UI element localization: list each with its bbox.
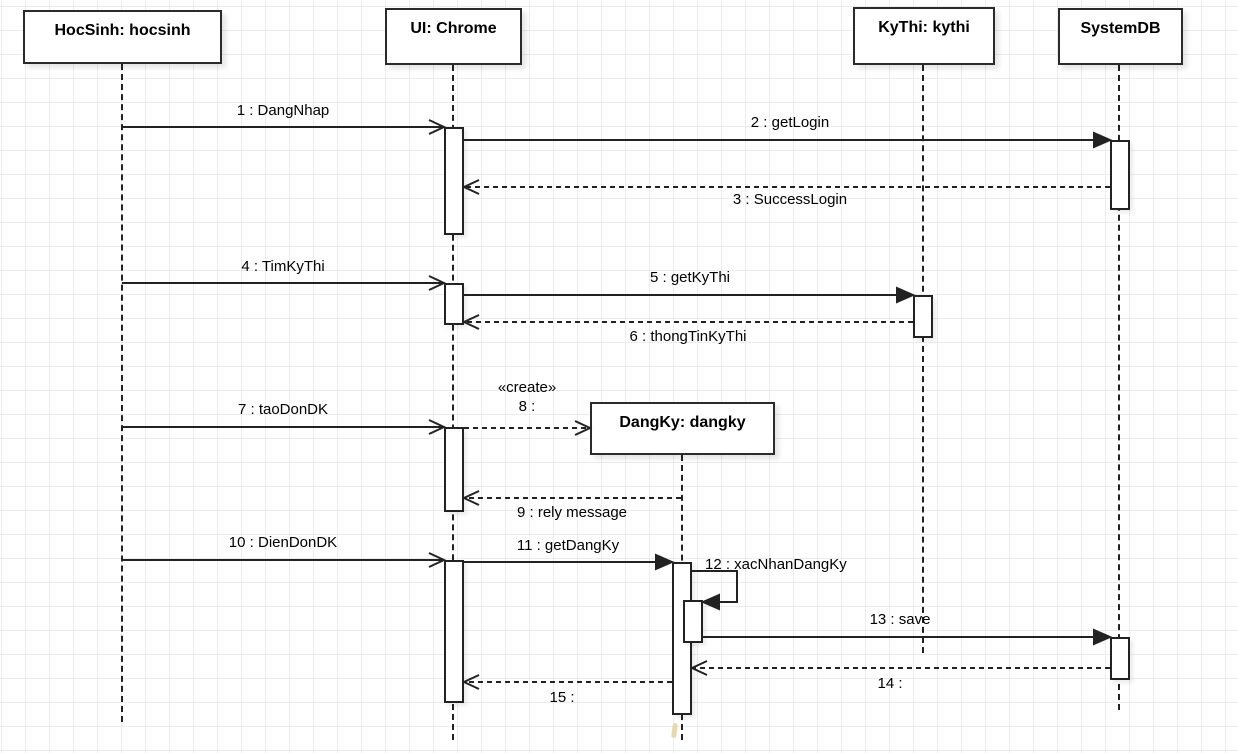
message-10-open-arrowhead (428, 552, 447, 568)
activation-kythi-1[interactable] (913, 295, 933, 338)
activation-ui-4[interactable] (444, 560, 464, 703)
activation-ui-1[interactable] (444, 127, 464, 235)
message-14-arrow[interactable] (689, 660, 1110, 676)
message-7-label[interactable]: 7 : taoDonDK (237, 401, 329, 418)
activation-dangky-nested[interactable] (683, 600, 703, 643)
message-1-open-arrowhead (428, 119, 447, 135)
lifeline-kythi (922, 65, 924, 653)
message-2-filled-arrowhead (1093, 131, 1113, 149)
message-11-filled-arrowhead (655, 553, 675, 571)
object-box-dangky[interactable]: DangKy: dangky (590, 402, 775, 455)
message-8-create-arrow[interactable] (464, 420, 593, 436)
message-9-open-arrowhead (461, 490, 480, 506)
message-3-arrow[interactable] (461, 179, 1110, 195)
message-6-open-arrowhead (461, 314, 480, 330)
message-7-open-arrowhead (428, 419, 447, 435)
message-4-open-arrowhead (428, 275, 447, 291)
activation-ui-2[interactable] (444, 283, 464, 325)
message-14-open-arrowhead (689, 660, 708, 676)
activation-systemdb-2[interactable] (1110, 637, 1130, 680)
activation-systemdb-1[interactable] (1110, 140, 1130, 210)
message-9-arrow[interactable] (461, 490, 681, 506)
message-13-label[interactable]: 13 : save (869, 611, 931, 628)
message-2-label[interactable]: 2 : getLogin (750, 114, 830, 131)
message-10-label[interactable]: 10 : DienDonDK (228, 534, 338, 551)
message-12-label[interactable]: 12 : xacNhanDangKy (705, 556, 847, 573)
object-box-hocsinh[interactable]: HocSinh: hocsinh (23, 10, 222, 64)
message-12-loop-line (692, 570, 738, 603)
lifeline-systemdb (1118, 65, 1120, 710)
message-11-label[interactable]: 11 : getDangKy (516, 537, 620, 554)
message-12-self-arrow[interactable] (692, 570, 738, 611)
object-label-ui: UI: Chrome (410, 20, 497, 37)
message-12-filled-arrowhead (700, 593, 720, 611)
message-5-label[interactable]: 5 : getKyThi (649, 269, 731, 286)
message-13-arrow[interactable] (703, 628, 1113, 646)
message-1-arrow[interactable] (122, 119, 447, 135)
message-3-label[interactable]: 3 : SuccessLogin (732, 191, 848, 208)
message-9-label[interactable]: 9 : rely message (516, 504, 628, 521)
message-10-arrow[interactable] (122, 552, 447, 568)
message-8-stereotype[interactable]: «create» (497, 379, 557, 396)
message-2-arrow[interactable] (464, 131, 1113, 149)
object-label-systemdb: SystemDB (1080, 20, 1161, 37)
message-15-label[interactable]: 15 : (549, 689, 575, 706)
lifeline-ui (452, 65, 454, 740)
message-11-arrow[interactable] (464, 553, 675, 571)
activation-ui-3[interactable] (444, 427, 464, 512)
object-label-dangky: DangKy: dangky (619, 414, 746, 431)
message-15-arrow[interactable] (461, 674, 672, 690)
message-4-arrow[interactable] (122, 275, 447, 291)
message-8-open-arrowhead (574, 420, 593, 436)
message-6-label[interactable]: 6 : thongTinKyThi (629, 328, 747, 345)
message-5-arrow[interactable] (464, 286, 916, 304)
message-6-arrow[interactable] (461, 314, 913, 330)
object-box-ui[interactable]: UI: Chrome (385, 8, 522, 65)
message-13-filled-arrowhead (1093, 628, 1113, 646)
object-box-kythi[interactable]: KyThi: kythi (853, 7, 995, 65)
message-15-open-arrowhead (461, 674, 480, 690)
lifeline-hocsinh (121, 64, 123, 722)
message-5-filled-arrowhead (896, 286, 916, 304)
message-1-label[interactable]: 1 : DangNhap (236, 102, 330, 119)
message-8-label[interactable]: 8 : (518, 398, 536, 415)
message-4-label[interactable]: 4 : TimKyThi (241, 258, 325, 275)
message-7-arrow[interactable] (122, 419, 447, 435)
object-label-hocsinh: HocSinh: hocsinh (54, 22, 191, 39)
message-14-label[interactable]: 14 : (877, 675, 903, 692)
object-label-kythi: KyThi: kythi (878, 19, 970, 36)
object-box-systemdb[interactable]: SystemDB (1058, 8, 1183, 65)
message-3-open-arrowhead (461, 179, 480, 195)
